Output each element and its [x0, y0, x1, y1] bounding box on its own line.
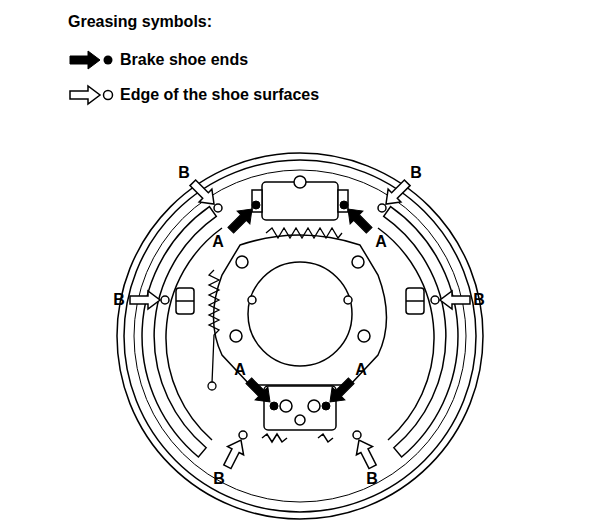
- legend-text: Edge of the shoe surfaces: [120, 86, 319, 104]
- black-arrow-sample: [70, 51, 100, 69]
- brake-shoes: [142, 207, 458, 457]
- white-dot-sample: [104, 91, 113, 100]
- black-dot-sample: [104, 56, 113, 65]
- legend-samples: [70, 51, 113, 104]
- callout-letter: A: [211, 233, 225, 251]
- callout-letter: B: [177, 164, 191, 182]
- shoe-end-arrows: [224, 201, 375, 410]
- adjuster-spring: [209, 270, 219, 383]
- legend-heading: Greasing symbols:: [68, 13, 212, 31]
- callout-letter: A: [233, 361, 247, 379]
- hold-down-pins: [176, 288, 424, 314]
- drum: [117, 153, 483, 519]
- callout-letter: B: [365, 470, 379, 488]
- spring-hook: [208, 382, 216, 390]
- callout-letter: B: [112, 291, 126, 309]
- callout-letter: B: [472, 291, 486, 309]
- lower-anchor: [262, 386, 336, 442]
- legend-text: Brake shoe ends: [120, 51, 248, 69]
- shoe-edge-arrows: [130, 176, 470, 470]
- upper-return-spring: [266, 228, 342, 238]
- backing-plate: [214, 235, 387, 385]
- callout-letter: B: [409, 164, 423, 182]
- white-arrow-sample: [70, 86, 100, 104]
- callout-letter: B: [212, 470, 226, 488]
- callout-letter: A: [374, 233, 388, 251]
- wheel-cylinder: [252, 176, 348, 220]
- callout-letter: A: [354, 361, 368, 379]
